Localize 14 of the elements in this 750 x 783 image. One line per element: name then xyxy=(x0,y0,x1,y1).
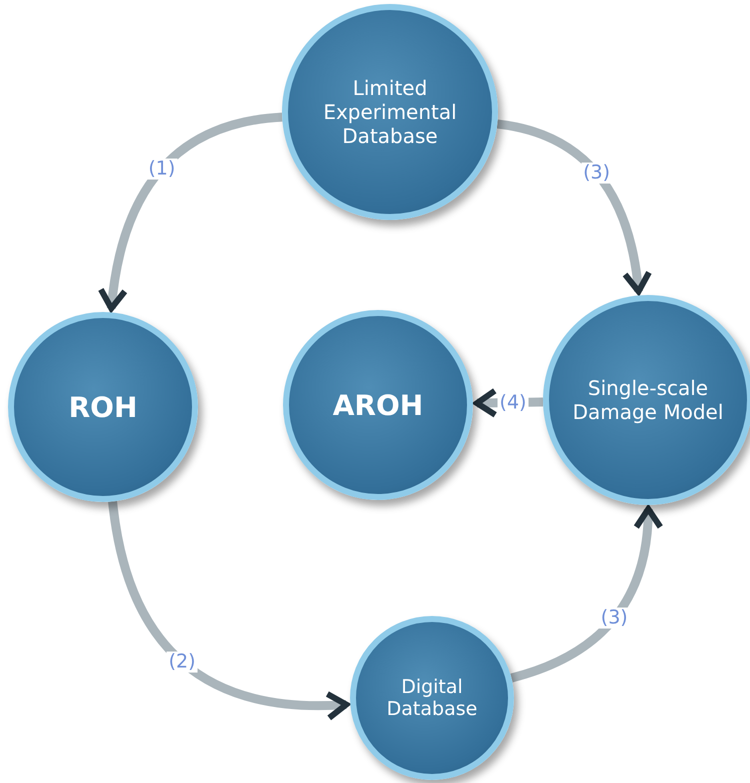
edge-label: (1) xyxy=(146,158,178,180)
arrow xyxy=(510,506,663,682)
arrow xyxy=(108,500,350,720)
node-label: ROH xyxy=(68,390,138,424)
node-label: Limited Experimental Database xyxy=(322,76,458,148)
node-label: AROH xyxy=(332,388,424,422)
arrow xyxy=(98,112,283,312)
edge-label: (2) xyxy=(166,651,198,672)
node-label: Single-scale Damage Model xyxy=(572,376,724,424)
edge-label: (3) xyxy=(581,162,612,184)
edge-label: (3) xyxy=(598,608,630,629)
arrow xyxy=(496,120,652,294)
node-label: Digital Database xyxy=(386,676,478,720)
edge-label: (4) xyxy=(498,392,528,413)
